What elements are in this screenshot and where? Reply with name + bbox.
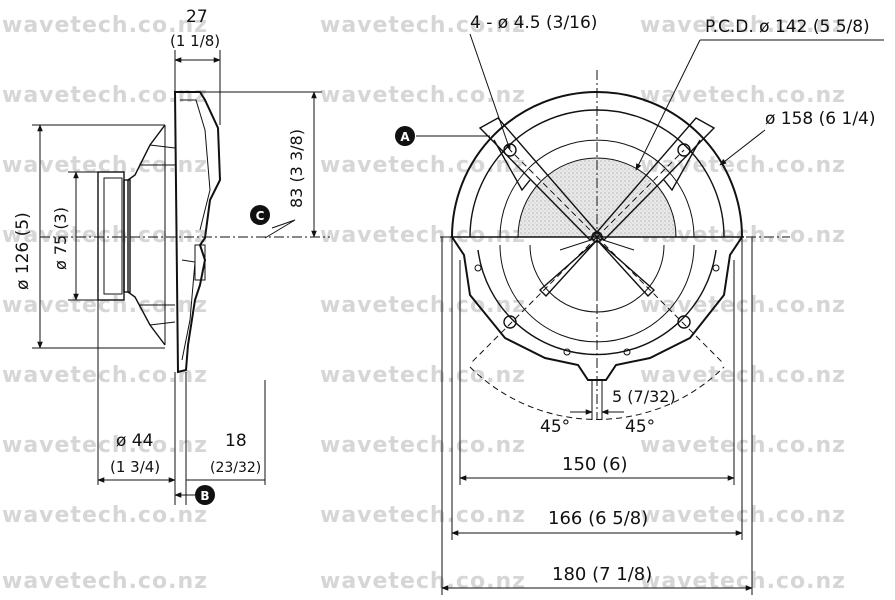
basket-hole	[712, 264, 720, 272]
watermark: wavetech.co.nz	[2, 433, 208, 458]
callout-c-label: C	[256, 209, 265, 223]
watermark: wavetech.co.nz	[640, 363, 846, 388]
watermark: wavetech.co.nz	[2, 363, 208, 388]
front-grille-braces	[493, 139, 701, 192]
callout-a-marker	[395, 126, 415, 146]
label-diameter-158: ø 158 (6 1/4)	[765, 109, 876, 129]
leader-158	[719, 129, 766, 166]
front-spider-right	[596, 239, 656, 298]
watermark: wavetech.co.nz	[320, 433, 526, 458]
watermark: wavetech.co.nz	[640, 433, 846, 458]
watermark: wavetech.co.nz	[2, 153, 208, 178]
watermark: wavetech.co.nz	[2, 83, 208, 108]
label-outer-diameter: ø 126 (5)	[13, 212, 33, 290]
label-width-150: 150 (6)	[562, 454, 628, 475]
label-flange-inch: (23/32)	[210, 460, 261, 476]
watermark-layer: wavetech.co.nz wavetech.co.nz wavetech.c…	[2, 13, 846, 594]
leader-holes	[469, 33, 511, 151]
label-width-180: 180 (7 1/8)	[552, 564, 652, 585]
watermark: wavetech.co.nz	[320, 363, 526, 388]
callout-c-marker	[250, 205, 270, 225]
watermark: wavetech.co.nz	[640, 153, 846, 178]
watermark: wavetech.co.nz	[2, 503, 208, 528]
label-mount-height: 83 (3 3/8)	[287, 129, 306, 208]
watermark: wavetech.co.nz	[2, 13, 208, 38]
label-depth-inch: (1 1/8)	[170, 32, 220, 50]
front-spider-left	[538, 239, 598, 298]
watermark: wavetech.co.nz	[640, 503, 846, 528]
basket-hole	[623, 348, 631, 356]
mount-hole-top-right	[677, 143, 691, 157]
label-width-166: 166 (6 5/8)	[548, 508, 648, 529]
front-surround	[499, 139, 695, 238]
watermark: wavetech.co.nz	[2, 569, 208, 594]
callout-a-label: A	[400, 130, 410, 144]
side-view: 27 (1 1/8) 83 (3 3/8) ø 126 (5) ø 75 (3)…	[13, 7, 330, 505]
watermark: wavetech.co.nz	[320, 293, 526, 318]
front-view: 4 - ø 4.5 (3/16) P.C.D. ø 142 (5 5/8) ø …	[395, 13, 884, 595]
label-angle-left: 45°	[540, 417, 570, 437]
watermark: wavetech.co.nz	[320, 223, 526, 248]
label-pcd: P.C.D. ø 142 (5 5/8)	[705, 17, 870, 37]
label-bottom-diameter: ø 44	[116, 431, 153, 451]
watermark: wavetech.co.nz	[640, 83, 846, 108]
label-slot: 5 (7/32)	[612, 387, 676, 406]
pcd-arc	[469, 366, 725, 420]
side-basket-ribs	[140, 144, 176, 326]
label-magnet-diameter: ø 75 (3)	[51, 207, 70, 270]
basket-hole	[474, 264, 482, 272]
side-grille-details	[180, 99, 211, 361]
label-depth-value: 27	[186, 7, 208, 27]
callout-c-leader	[264, 219, 296, 239]
pcd-line-top-right	[596, 149, 685, 238]
side-magnet-inner	[103, 177, 123, 295]
callout-b-label: B	[200, 489, 209, 503]
callout-b-marker	[195, 485, 215, 505]
pcd-line-top-left	[509, 149, 598, 238]
watermark: wavetech.co.nz	[320, 153, 526, 178]
label-flange: 18	[225, 431, 247, 451]
leader-pcd	[635, 39, 701, 171]
watermark: wavetech.co.nz	[320, 569, 526, 594]
watermark: wavetech.co.nz	[320, 503, 526, 528]
watermark: wavetech.co.nz	[320, 13, 526, 38]
label-bottom-diameter-inch: (1 3/4)	[110, 458, 160, 476]
mount-hole-bottom-right	[677, 315, 691, 329]
watermark: wavetech.co.nz	[320, 83, 526, 108]
watermark: wavetech.co.nz	[640, 293, 846, 318]
mount-hole-bottom-left	[503, 315, 517, 329]
label-angle-right: 45°	[625, 417, 655, 437]
front-cone-edge	[517, 157, 677, 238]
basket-hole	[563, 348, 571, 356]
watermark: wavetech.co.nz	[640, 13, 846, 38]
side-magnet-plate	[123, 179, 131, 293]
label-mount-holes: 4 - ø 4.5 (3/16)	[470, 13, 597, 33]
watermark: wavetech.co.nz	[640, 569, 846, 594]
side-basket-outline	[127, 124, 166, 346]
side-terminal	[194, 244, 206, 281]
